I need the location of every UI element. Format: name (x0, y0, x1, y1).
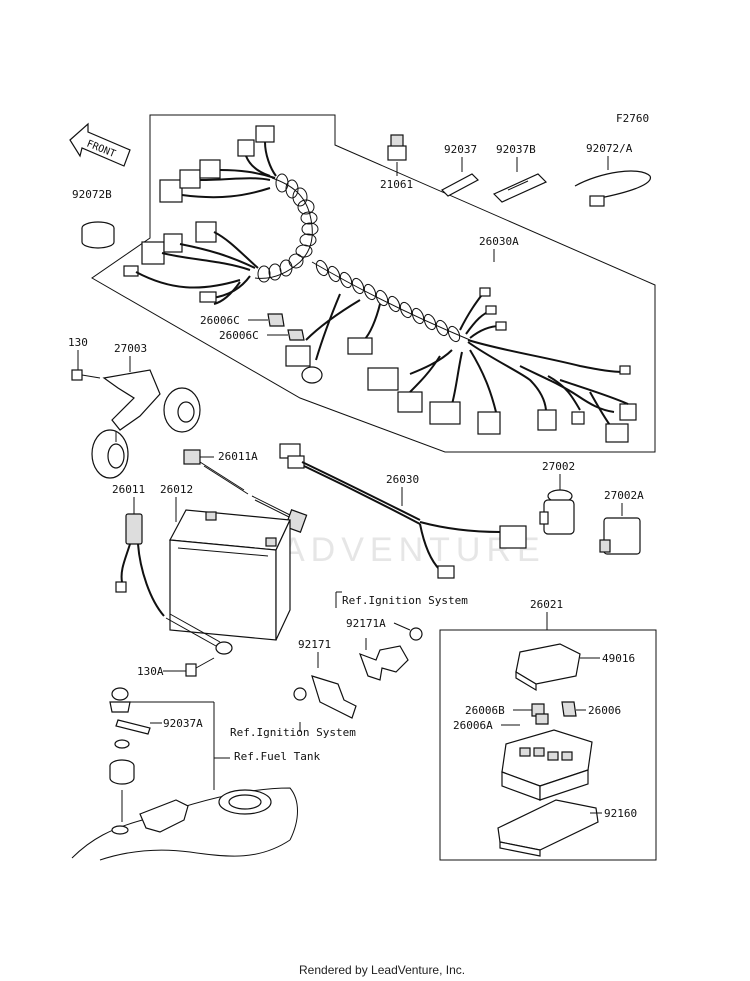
part-92072b-ring: 92072B (72, 188, 115, 249)
front-arrow-icon: FRONT (69, 122, 131, 167)
ref-ignition-system-1: Ref.Ignition System (342, 594, 468, 607)
part-26030-harness: 26030 (279, 443, 527, 579)
part-26012-battery: 26012 (160, 483, 291, 641)
part-130-bolt: 130 (68, 336, 101, 381)
label-26012: 26012 (160, 483, 193, 496)
part-26011a-cable: 26011A (183, 449, 308, 533)
label-26006c-1: 26006C (200, 314, 240, 327)
label-92171: 92171 (298, 638, 331, 651)
part-92037b-clamp: 92037B (492, 143, 548, 203)
main-harness-26030a (123, 125, 637, 443)
label-92037: 92037 (444, 143, 477, 156)
label-92072a: 92072/A (586, 142, 633, 155)
watermark-text: ADVENTURE (282, 531, 546, 569)
label-26006c-2: 26006C (219, 329, 259, 342)
label-26021: 26021 (530, 598, 563, 611)
label-26011a: 26011A (218, 450, 258, 463)
label-26011: 26011 (112, 483, 145, 496)
part-92037a-stack: 92037A (109, 687, 230, 822)
label-26030a: 26030A (479, 235, 519, 248)
label-92037a: 92037A (163, 717, 203, 730)
label-130a: 130A (137, 665, 164, 678)
ref-fuel-tank: Ref.Fuel Tank (234, 750, 320, 763)
harness-group-outline (91, 114, 656, 453)
part-27002-relay: 27002 (539, 460, 575, 535)
label-27002a: 27002A (604, 489, 644, 502)
label-26006b: 26006B (465, 704, 505, 717)
part-27002a-relay: 27002A (599, 489, 644, 555)
part-92072a-cable-tie: 92072/A (574, 142, 651, 207)
label-130: 130 (68, 336, 88, 349)
footer-credit: Rendered by LeadVenture, Inc. (299, 963, 465, 977)
ref-ignition-system-2: Ref.Ignition System (230, 726, 356, 739)
part-27003-horn: 27003 (91, 342, 201, 479)
part-26021-fuse-box-group: 26021 49016 26006B 26006 26006A 92160 (439, 598, 657, 861)
part-26006c-fuses: 26006C 26006C (200, 313, 305, 342)
part-130a-bolt: 130A (137, 657, 215, 678)
label-92160: 92160 (604, 807, 637, 820)
part-21061-connector: 21061 (380, 134, 413, 191)
label-49016: 49016 (602, 652, 635, 665)
label-26006a: 26006A (453, 719, 493, 732)
label-27002: 27002 (542, 460, 575, 473)
fuel-tank-outline (71, 787, 298, 861)
label-27003: 27003 (114, 342, 147, 355)
coil-wrap-upper (257, 173, 319, 283)
label-92037b: 92037B (496, 143, 536, 156)
part-92171-bracket: 92171 (293, 638, 357, 719)
label-92072b: 92072B (72, 188, 112, 201)
label-92171a: 92171A (346, 617, 386, 630)
label-21061: 21061 (380, 178, 413, 191)
part-ground-cable (165, 613, 233, 655)
figure-id: F2760 (616, 112, 649, 125)
label-26030: 26030 (386, 473, 419, 486)
coil-wrap-main (315, 259, 461, 343)
part-92171a-bracket: 92171A (346, 617, 423, 681)
part-92037-clamp: 92037 (441, 143, 479, 197)
part-26011-cable: 26011 (112, 483, 165, 617)
label-26006: 26006 (588, 704, 621, 717)
